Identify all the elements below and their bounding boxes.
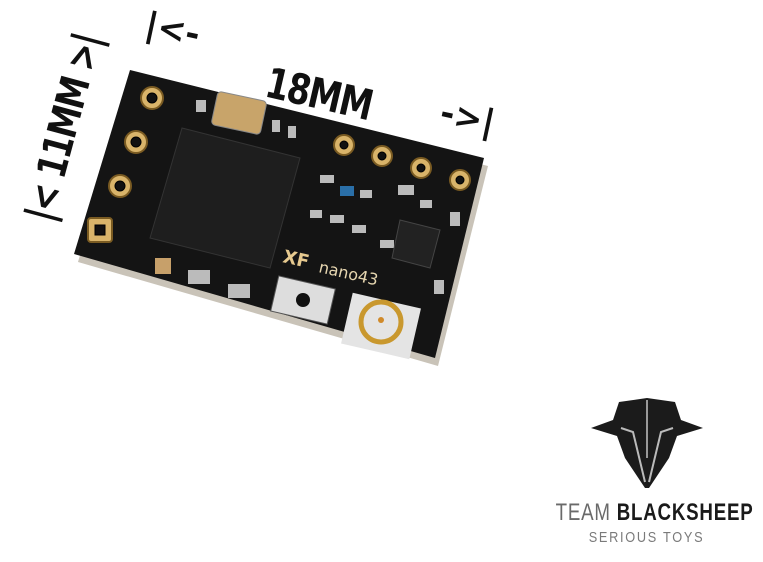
ufl-connector-base <box>341 292 421 360</box>
solder-pads <box>87 86 471 243</box>
sheep-head-icon <box>590 398 703 488</box>
crystal <box>211 91 267 135</box>
team-blacksheep-logo: TEAM BLACKSHEEP SERIOUS TOYS <box>530 398 763 546</box>
main-chip <box>149 127 301 269</box>
logo-tagline: SERIOUS TOYS <box>588 529 705 546</box>
ufl-connector <box>358 299 404 345</box>
logo-name: BLACKSHEEP <box>616 499 754 526</box>
logo-wordmark: TEAM BLACKSHEEP <box>555 499 753 527</box>
logo-team: TEAM <box>555 499 611 526</box>
smd-components <box>155 100 460 298</box>
